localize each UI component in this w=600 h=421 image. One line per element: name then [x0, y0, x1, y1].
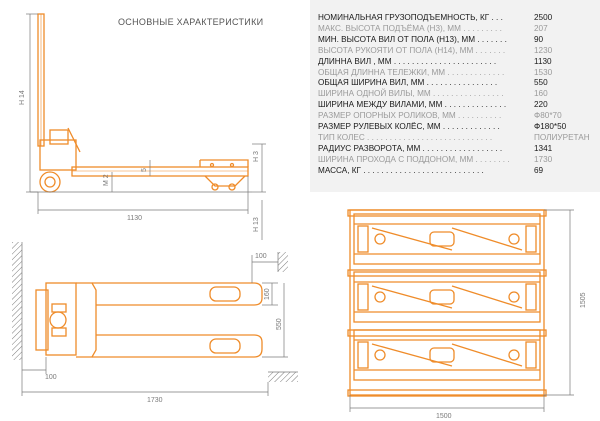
side-fork: [71, 166, 249, 177]
spec-label: МАКС. ВЫСОТА ПОДЪЁМА (Н3), ММ . . . . . …: [318, 23, 502, 33]
spec-value: 1230: [534, 45, 553, 55]
pallet-view: [347, 209, 547, 397]
spec-value: 1130: [534, 56, 552, 66]
side-dims: [26, 13, 266, 240]
spec-value: 69: [534, 165, 544, 175]
dim-h13: Н 13: [253, 217, 260, 232]
spec-value: 1730: [534, 154, 553, 164]
dim-top-160: 160: [264, 288, 271, 300]
spec-label: ШИРИНА ОДНОЙ ВИЛЫ, ММ . . . . . . . . . …: [318, 89, 504, 99]
spec-value: 90: [534, 34, 544, 44]
spec-label: ШИРИНА МЕЖДУ ВИЛАМИ, ММ . . . . . . . . …: [318, 100, 507, 110]
spec-label: ТИП КОЛЕС . . . . . . . . . . . . . . . …: [318, 132, 493, 142]
dim-top-1730: 1730: [147, 397, 163, 404]
spec-label: МИН. ВЫСОТА ВИЛ ОТ ПОЛА (Н13), ММ . . . …: [318, 34, 507, 44]
spec-label: МАССА, КГ . . . . . . . . . . . . . . . …: [318, 165, 484, 175]
spec-value: ПОЛИУРЕТАН: [534, 132, 590, 142]
spec-value: 1530: [534, 67, 553, 77]
page-title: ОСНОВНЫЕ ХАРАКТЕРИСТИКИ: [118, 17, 264, 27]
steer-wheel: [39, 171, 61, 193]
spec-label: РАЗМЕР РУЛЕВЫХ КОЛЁС, ММ . . . . . . . .…: [318, 122, 500, 131]
top-view: [35, 282, 263, 358]
spec-value: 1341: [534, 143, 553, 153]
spec-label: НОМИНАЛЬНАЯ ГРУЗОПОДЪЕМНОСТЬ, КГ . . .: [318, 13, 503, 22]
spec-value: Ф180*50: [534, 122, 567, 131]
top-fork-upper: [92, 282, 263, 306]
spec-label: ОБЩАЯ ШИРИНА ВИЛ, ММ . . . . . . . . . .…: [318, 78, 498, 88]
pallet-dims: [349, 209, 574, 412]
spec-label: ОБЩАЯ ДЛИННА ТЕЛЕЖКИ, ММ . . . . . . . .…: [318, 67, 505, 77]
top-dims: [12, 242, 298, 396]
dim-pallet-1505: 1505: [580, 292, 587, 308]
dim-pallet-1500: 1500: [436, 413, 452, 420]
dim-five: 5: [141, 168, 148, 172]
top-fork-lower: [92, 334, 263, 358]
spec-value: 2500: [534, 13, 553, 22]
dim-1130: 1130: [127, 215, 142, 222]
spec-value: 220: [534, 100, 548, 110]
dim-h3: Н 3: [253, 151, 260, 162]
dim-top-100b: 100: [45, 374, 57, 381]
specs-panel: НОМИНАЛЬНАЯ ГРУЗОПОДЪЕМНОСТЬ, КГ . . . 25…: [310, 0, 600, 192]
spec-value: 160: [534, 89, 548, 99]
spec-value: Ф80*70: [534, 111, 562, 121]
spec-label: ШИРИНА ПРОХОДА С ПОДДОНОМ, ММ . . . . . …: [318, 154, 510, 164]
spec-value: 550: [534, 78, 548, 88]
spec-value: 207: [534, 23, 548, 33]
side-view: [37, 13, 249, 193]
spec-label: ВЫСОТА РУКОЯТИ ОТ ПОЛА (Н14), ММ . . . .…: [318, 45, 506, 55]
dim-m2: М 2: [103, 174, 110, 186]
pump-body: [39, 139, 77, 171]
dim-top-550: 550: [276, 318, 283, 330]
spec-label: РАЗМЕР ОПОРНЫХ РОЛИКОВ, ММ . . . . . . .…: [318, 111, 502, 121]
spec-label: ДЛИННА ВИЛ , ММ . . . . . . . . . . . . …: [318, 56, 497, 66]
spec-label: РАДИУС РАЗВОРОТА, ММ . . . . . . . . . .…: [318, 143, 503, 153]
dim-h14: Н 14: [19, 90, 26, 105]
dim-top-100: 100: [255, 253, 267, 260]
